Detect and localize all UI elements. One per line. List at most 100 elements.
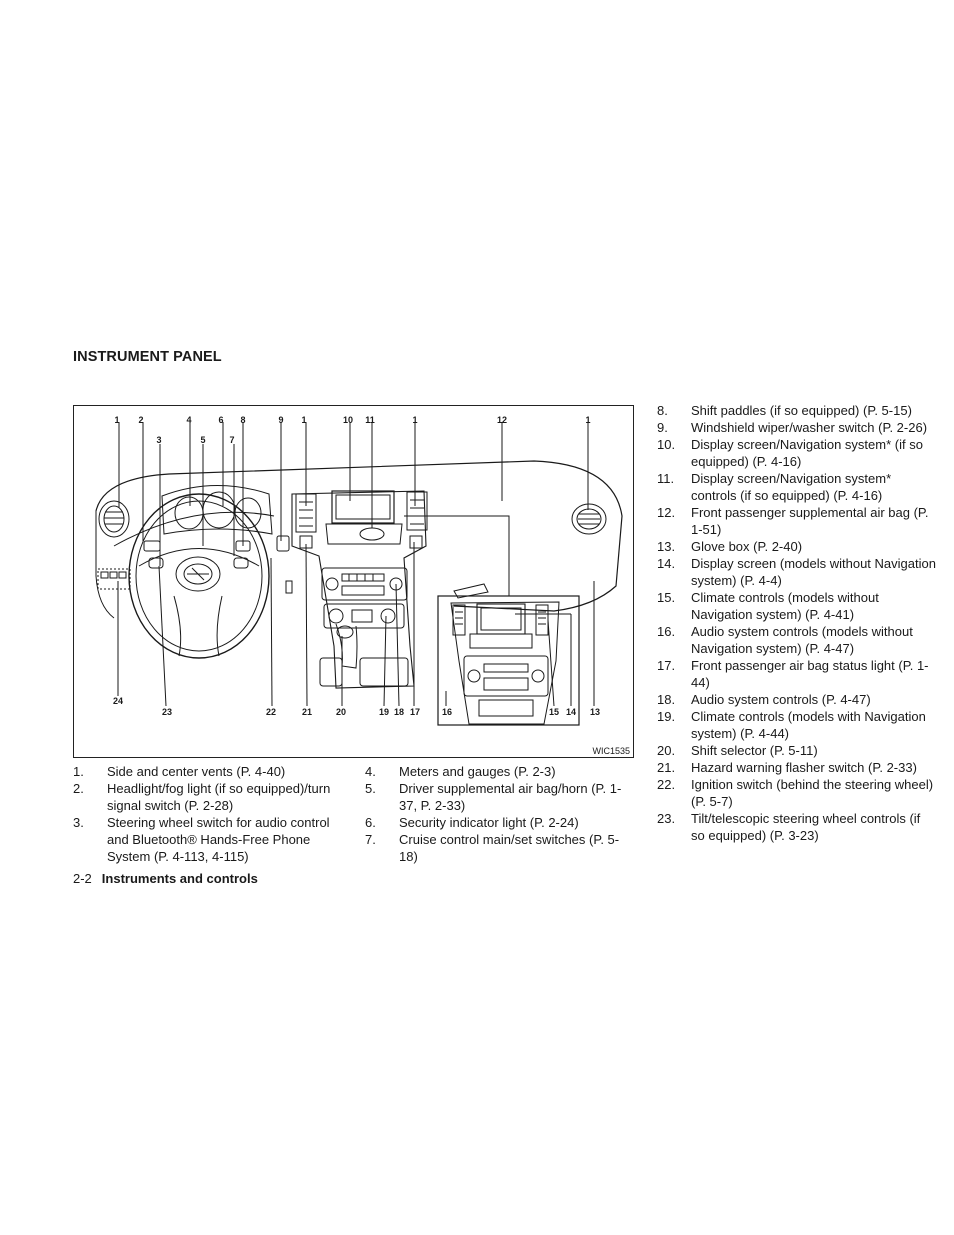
item-text: Display screen (models without Navigatio… bbox=[691, 556, 936, 588]
callout-label: 1 bbox=[301, 415, 307, 425]
list-item: 18. Audio system controls (P. 4-47) bbox=[657, 691, 937, 708]
list-item: 13. Glove box (P. 2-40) bbox=[657, 538, 937, 555]
item-text: Audio system controls (models without Na… bbox=[691, 624, 913, 656]
callout-label: 14 bbox=[565, 707, 577, 717]
instrument-panel-figure: 1 2 3 4 5 6 7 8 9 1 10 11 1 12 1 24 23 2… bbox=[73, 405, 634, 758]
callout-label: 16 bbox=[441, 707, 453, 717]
item-number: 19. bbox=[657, 709, 676, 724]
callout-label: 10 bbox=[342, 415, 354, 425]
callout-label: 2 bbox=[138, 415, 144, 425]
item-number: 9. bbox=[657, 420, 668, 435]
item-number: 15. bbox=[657, 590, 676, 605]
item-text: Ignition switch (behind the steering whe… bbox=[691, 777, 934, 809]
item-number: 1. bbox=[73, 764, 84, 779]
callout-label: 13 bbox=[589, 707, 601, 717]
list-item: 23. Tilt/telescopic steering wheel contro… bbox=[657, 810, 937, 844]
list-item: 20. Shift selector (P. 5-11) bbox=[657, 742, 937, 759]
item-text: Front passenger air bag status light (P.… bbox=[691, 658, 929, 690]
item-number: 20. bbox=[657, 743, 676, 758]
item-text: Steering wheel switch for audio control … bbox=[107, 815, 330, 864]
item-number: 2. bbox=[73, 781, 84, 796]
item-number: 13. bbox=[657, 539, 676, 554]
item-number: 7. bbox=[365, 832, 376, 847]
list-item: 15. Climate controls (models without Navi… bbox=[657, 589, 937, 623]
list-item: 3. Steering wheel switch for audio contro… bbox=[73, 814, 353, 865]
item-text: Cruise control main/set switches (P. 5-1… bbox=[399, 832, 620, 864]
item-number: 6. bbox=[365, 815, 376, 830]
item-text: Audio system controls (P. 4-47) bbox=[691, 692, 871, 707]
list-item: 7. Cruise control main/set switches (P. 5… bbox=[365, 831, 625, 865]
item-text: Driver supplemental air bag/horn (P. 1-3… bbox=[399, 781, 622, 813]
item-text: Climate controls (models without Navigat… bbox=[691, 590, 879, 622]
callout-label: 7 bbox=[229, 435, 235, 445]
callout-label: 1 bbox=[412, 415, 418, 425]
list-item: 19. Climate controls (models with Navigat… bbox=[657, 708, 937, 742]
callout-label: 1 bbox=[114, 415, 120, 425]
item-text: Side and center vents (P. 4-40) bbox=[107, 764, 286, 779]
callout-label: 4 bbox=[186, 415, 192, 425]
item-text: Display screen/Navigation system* (if so… bbox=[691, 437, 923, 469]
callout-label: 19 bbox=[378, 707, 390, 717]
item-number: 18. bbox=[657, 692, 676, 707]
item-number: 11. bbox=[657, 471, 675, 486]
item-number: 12. bbox=[657, 505, 676, 520]
list-item: 2. Headlight/fog light (if so equipped)/t… bbox=[73, 780, 353, 814]
item-text: Front passenger supplemental air bag (P.… bbox=[691, 505, 929, 537]
list-item: 16. Audio system controls (models without… bbox=[657, 623, 937, 657]
list-item: 12. Front passenger supplemental air bag … bbox=[657, 504, 937, 538]
page-number: 2-2 bbox=[73, 871, 92, 886]
callout-label: 22 bbox=[265, 707, 277, 717]
list-item: 21. Hazard warning flasher switch (P. 2-3… bbox=[657, 759, 937, 776]
callout-label: 17 bbox=[409, 707, 421, 717]
item-text: Windshield wiper/washer switch (P. 2-26) bbox=[691, 420, 928, 435]
list-item: 14.Display screen (models without Naviga… bbox=[657, 555, 937, 589]
item-text: Security indicator light (P. 2-24) bbox=[399, 815, 579, 830]
legend-list-column-1: 1. Side and center vents (P. 4-40) 2. Head… bbox=[73, 763, 353, 865]
item-number: 22. bbox=[657, 777, 676, 792]
item-number: 16. bbox=[657, 624, 676, 639]
callout-label: 3 bbox=[156, 435, 162, 445]
callout-label: 6 bbox=[218, 415, 224, 425]
item-number: 23. bbox=[657, 811, 676, 826]
item-text: Climate controls (models with Navigation… bbox=[691, 709, 926, 741]
item-text: Tilt/telescopic steering wheel controls … bbox=[691, 811, 921, 843]
list-item: 8. Shift paddles (if so equipped) (P. 5-1… bbox=[657, 402, 937, 419]
item-text: Shift selector (P. 5-11) bbox=[691, 743, 818, 758]
item-text: Shift paddles (if so equipped) (P. 5-15) bbox=[691, 403, 912, 418]
list-item: 17.Front passenger air bag status light … bbox=[657, 657, 937, 691]
item-number: 10. bbox=[657, 437, 676, 452]
callout-label: 1 bbox=[585, 415, 591, 425]
callout-label: 12 bbox=[496, 415, 508, 425]
legend-list-column-3: 8. Shift paddles (if so equipped) (P. 5-1… bbox=[657, 402, 937, 844]
callout-label: 8 bbox=[240, 415, 246, 425]
callout-label: 23 bbox=[161, 707, 173, 717]
callout-label: 5 bbox=[200, 435, 206, 445]
item-number: 3. bbox=[73, 815, 84, 830]
item-text: Headlight/fog light (if so equipped)/tur… bbox=[107, 781, 331, 813]
callout-label: 21 bbox=[301, 707, 313, 717]
callout-label: 11 bbox=[365, 415, 375, 425]
item-text: Meters and gauges (P. 2-3) bbox=[399, 764, 556, 779]
item-text: Glove box (P. 2-40) bbox=[691, 539, 803, 554]
item-number: 21. bbox=[657, 760, 676, 775]
item-number: 8. bbox=[657, 403, 668, 418]
list-item: 4. Meters and gauges (P. 2-3) bbox=[365, 763, 625, 780]
figure-code: WIC1535 bbox=[592, 746, 630, 756]
page-footer: 2-2 Instruments and controls bbox=[73, 871, 258, 886]
callout-label: 24 bbox=[112, 696, 124, 706]
list-item: 5. Driver supplemental air bag/horn (P. 1… bbox=[365, 780, 625, 814]
list-item: 6. Security indicator light (P. 2-24) bbox=[365, 814, 625, 831]
item-text: Display screen/Navigation system* contro… bbox=[691, 471, 892, 503]
callout-label: 20 bbox=[335, 707, 347, 717]
item-text: Hazard warning flasher switch (P. 2-33) bbox=[691, 760, 917, 775]
callout-label: 9 bbox=[278, 415, 284, 425]
item-number: 5. bbox=[365, 781, 376, 796]
section-name: Instruments and controls bbox=[101, 871, 258, 886]
section-heading: INSTRUMENT PANEL bbox=[73, 349, 222, 365]
legend-list-column-2: 4. Meters and gauges (P. 2-3) 5. Driver su… bbox=[365, 763, 625, 865]
callout-label: 18 bbox=[393, 707, 405, 717]
instrument-panel-illustration bbox=[95, 422, 623, 726]
callout-label: 15 bbox=[548, 707, 560, 717]
item-number: 4. bbox=[365, 764, 376, 779]
list-item: 1. Side and center vents (P. 4-40) bbox=[73, 763, 353, 780]
